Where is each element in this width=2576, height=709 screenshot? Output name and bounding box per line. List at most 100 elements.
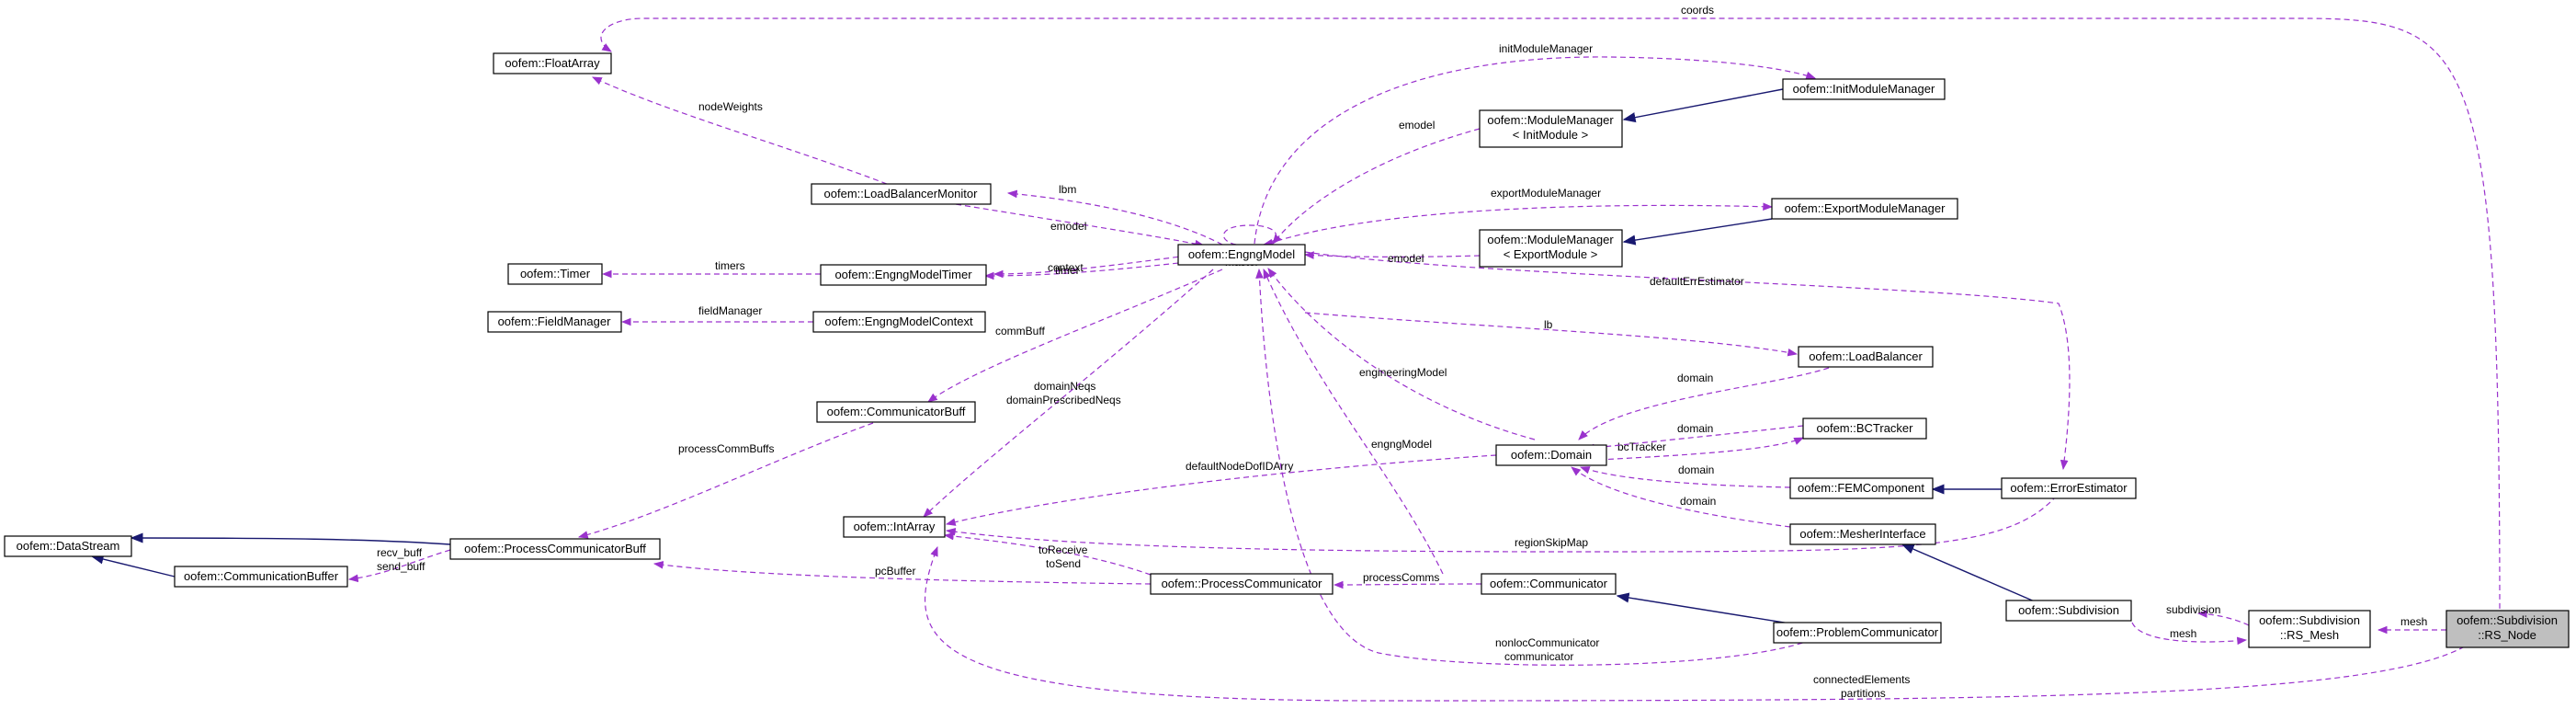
node-bc-tracker[interactable]: oofem::BCTracker [1802, 417, 1927, 440]
node-error-estimator[interactable]: oofem::ErrorEstimator [2001, 477, 2137, 499]
node-module-manager-export-label-1: oofem::ModuleManager [1487, 233, 1614, 246]
node-domain[interactable]: oofem::Domain [1495, 444, 1607, 466]
edge-label-subdivision: subdivision [2166, 603, 2220, 616]
node-rs-node[interactable]: oofem::Subdivision ::RS_Node [2445, 610, 2570, 648]
edge-bc-tracker: bcTracker [1598, 437, 1804, 461]
node-process-communicator-label: oofem::ProcessCommunicator [1162, 577, 1323, 590]
edge-label-engng-model: engngModel [1371, 438, 1432, 451]
edge-timer: timer [993, 255, 1188, 279]
edge-emodel-export: emodel [1303, 251, 1481, 265]
edge-label-lb: lb [1544, 318, 1553, 331]
edge-domain-lb: domain [1578, 367, 1830, 440]
node-communication-buffer[interactable]: oofem::CommunicationBuffer [174, 566, 348, 588]
node-module-manager-export-label-2: < ExportModule > [1504, 247, 1598, 261]
edge-label-partitions: partitions [1841, 687, 1886, 700]
edge-inherits-pcb-datastream [130, 532, 451, 545]
edge-lbm: lbm [1006, 183, 1223, 246]
node-communicator[interactable]: oofem::Communicator [1481, 573, 1617, 595]
node-rs-node-label-2: ::RS_Node [2478, 628, 2536, 642]
edge-inherits-export-mm [1622, 218, 1773, 246]
edge-comm-buff: commBuff [927, 269, 1223, 403]
node-float-array[interactable]: oofem::FloatArray [493, 52, 612, 74]
node-data-stream[interactable]: oofem::DataStream [4, 535, 132, 557]
edge-label-default-node-dof: defaultNodeDofIDArry [1186, 460, 1293, 473]
node-subdivision-label: oofem::Subdivision [2018, 603, 2119, 617]
edge-process-comm-buffs: processCommBuffs [577, 422, 874, 539]
node-communicator-buff[interactable]: oofem::CommunicatorBuff [816, 401, 976, 423]
edge-field-manager: fieldManager [620, 304, 813, 326]
edge-label-pc-buffer: pcBuffer [875, 565, 915, 577]
edge-label-export-module-manager: exportModuleManager [1491, 187, 1601, 200]
edge-default-node-dof: defaultNodeDofIDArry [945, 454, 1497, 526]
edge-label-timers: timers [715, 259, 745, 272]
edge-label-field-manager: fieldManager [698, 304, 762, 317]
node-mesher-interface[interactable]: oofem::MesherInterface [1789, 523, 1936, 545]
edge-label-process-comm-buffs: processCommBuffs [678, 442, 774, 455]
edge-emodel-init: emodel [1272, 119, 1481, 245]
edge-subdivision: subdivision [2166, 603, 2250, 626]
edge-label-engineering-model: engineeringModel [1359, 366, 1447, 379]
node-bc-tracker-label: oofem::BCTracker [1817, 421, 1914, 435]
node-problem-communicator[interactable]: oofem::ProblemCommunicator [1773, 622, 1942, 644]
edge-label-default-err-estimator: defaultErrEstimator [1650, 275, 1744, 288]
node-module-manager-init[interactable]: oofem::ModuleManager < InitModule > [1479, 109, 1623, 148]
node-process-communicator-buff-label: oofem::ProcessCommunicatorBuff [464, 542, 646, 555]
edge-node-weights: nodeWeights [592, 76, 888, 185]
node-problem-communicator-label: oofem::ProblemCommunicator [1776, 625, 1939, 639]
node-engng-model-context-label: oofem::EngngModelContext [824, 314, 973, 328]
node-export-module-manager-label: oofem::ExportModuleManager [1785, 201, 1946, 215]
node-module-manager-export[interactable]: oofem::ModuleManager < ExportModule > [1479, 229, 1623, 268]
node-process-communicator[interactable]: oofem::ProcessCommunicator [1150, 573, 1333, 595]
edge-engng-model: engngModel [1263, 269, 1444, 575]
edge-label-domain-prescribed-neqs: domainPrescribedNeqs [1006, 394, 1121, 406]
edge-domain-mesher: domain [1571, 466, 1791, 528]
edge-label-domain-mesher: domain [1680, 495, 1716, 508]
node-init-module-manager[interactable]: oofem::InitModuleManager [1782, 78, 1946, 100]
node-load-balancer[interactable]: oofem::LoadBalancer [1798, 346, 1934, 368]
edge-label-emodel-init: emodel [1399, 119, 1435, 132]
edge-pc-buffer: pcBuffer [653, 561, 1152, 585]
edge-init-module-manager: initModuleManager [1254, 42, 1817, 245]
edge-nonloc-communicator: nonlocCommunicator communicator [1255, 268, 1821, 666]
node-engng-model[interactable]: oofem::EngngModel [1177, 244, 1306, 266]
node-module-manager-init-label-2: < InitModule > [1513, 128, 1588, 142]
edge-label-emodel-lbm: emodel [1050, 220, 1086, 233]
node-engng-model-timer[interactable]: oofem::EngngModelTimer [820, 264, 987, 286]
node-export-module-manager[interactable]: oofem::ExportModuleManager [1771, 198, 1958, 220]
edge-connected-elements: connectedElements partitions [925, 545, 2473, 702]
edge-engineering-model: engineeringModel [1267, 268, 1536, 440]
node-subdivision[interactable]: oofem::Subdivision [2005, 600, 2132, 622]
node-init-module-manager-label: oofem::InitModuleManager [1793, 82, 1935, 96]
edge-label-process-comms: processComms [1363, 571, 1439, 584]
edge-label-mesh-top: mesh [2400, 615, 2427, 628]
node-timer[interactable]: oofem::Timer [507, 263, 603, 285]
edge-label-domain-bc: domain [1677, 422, 1713, 435]
edge-label-bc-tracker: bcTracker [1617, 440, 1666, 453]
edge-label-recv-buff: recv_buff [377, 546, 423, 559]
node-fem-component-label: oofem::FEMComponent [1798, 481, 1924, 495]
node-field-manager[interactable]: oofem::FieldManager [487, 311, 622, 333]
node-module-manager-init-label-1: oofem::ModuleManager [1487, 113, 1614, 127]
node-engng-model-context[interactable]: oofem::EngngModelContext [812, 311, 986, 333]
node-domain-label: oofem::Domain [1511, 448, 1592, 462]
node-timer-label: oofem::Timer [520, 267, 591, 280]
edge-recv-buff: recv_buff send_buff [347, 546, 451, 583]
node-int-array[interactable]: oofem::IntArray [843, 516, 946, 538]
node-fem-component[interactable]: oofem::FEMComponent [1789, 477, 1934, 499]
edge-label-nonloc-communicator: nonlocCommunicator [1495, 636, 1599, 649]
node-rs-mesh[interactable]: oofem::Subdivision ::RS_Mesh [2248, 610, 2371, 648]
edge-mesh-rsnode: mesh [2377, 615, 2446, 635]
node-process-communicator-buff[interactable]: oofem::ProcessCommunicatorBuff [449, 538, 661, 560]
edge-lb: lb [1304, 312, 1799, 357]
node-mesher-interface-label: oofem::MesherInterface [1799, 527, 1925, 541]
node-rs-mesh-label-1: oofem::Subdivision [2259, 613, 2360, 627]
edge-label-timer: timer [1055, 264, 1080, 277]
edge-label-to-send: toSend [1046, 557, 1081, 570]
edge-inherits-init-mm [1622, 88, 1784, 123]
edge-default-err-estimator: defaultErrEstimator [1304, 251, 2071, 471]
node-load-balancer-monitor[interactable]: oofem::LoadBalancerMonitor [811, 183, 992, 205]
node-float-array-label: oofem::FloatArray [505, 56, 600, 70]
edge-label-domain-fem: domain [1678, 463, 1714, 476]
edge-label-init-module-manager: initModuleManager [1499, 42, 1593, 55]
